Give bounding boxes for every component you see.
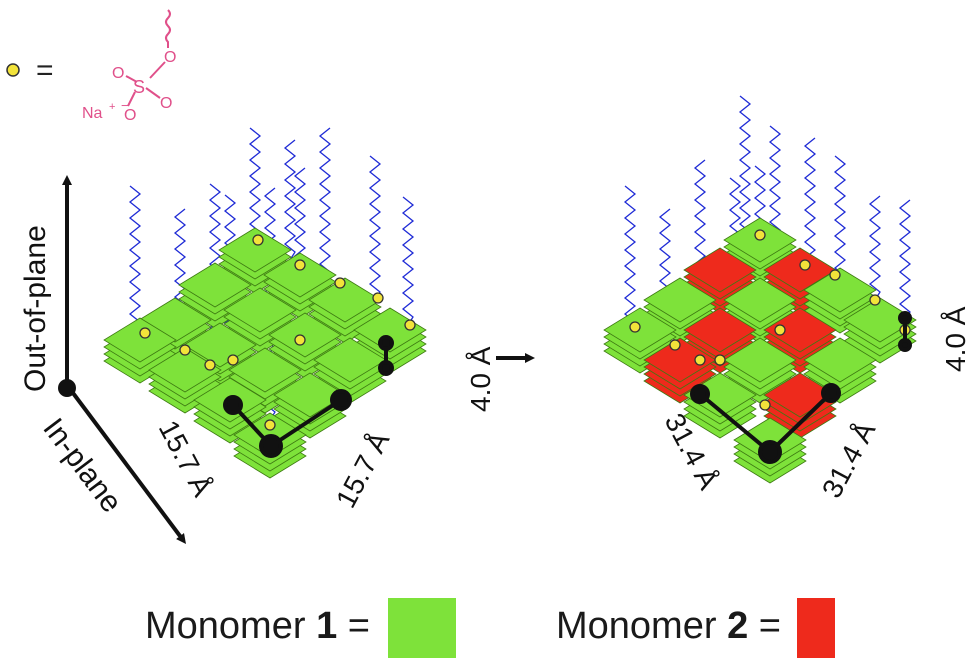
monomer-1-tile bbox=[273, 372, 347, 418]
out-of-plane-label: Out-of-plane bbox=[19, 225, 52, 392]
alkyl-chain bbox=[401, 196, 415, 326]
bond-s-o-left bbox=[125, 75, 138, 83]
monomer-1-tile bbox=[313, 337, 387, 383]
atom-na: Na bbox=[82, 105, 103, 122]
atom-o-bottom: O bbox=[124, 107, 136, 124]
atom-o-top: O bbox=[164, 49, 176, 66]
monomer-1-tile bbox=[803, 337, 877, 383]
sulfate-bead bbox=[829, 269, 841, 281]
axis-origin bbox=[58, 379, 76, 397]
in-plane-arrow bbox=[65, 383, 186, 545]
right-dimension-bonds bbox=[690, 311, 912, 464]
sulfate-bead bbox=[714, 354, 726, 366]
sulfate-bead bbox=[629, 321, 641, 333]
sulfate-bead bbox=[759, 399, 771, 411]
monomer-2-tile bbox=[683, 247, 757, 293]
monomer-2-tile bbox=[763, 307, 837, 353]
monomer-1-tile bbox=[308, 277, 382, 323]
sulfate-bead bbox=[139, 327, 151, 339]
bead-icon bbox=[6, 63, 20, 77]
monomer-1-tile bbox=[103, 317, 177, 363]
monomer-1-tile bbox=[603, 307, 677, 353]
sulfate-bead bbox=[774, 324, 786, 336]
sulfate-bead bbox=[404, 319, 416, 331]
sulfate-bead bbox=[294, 334, 306, 346]
monomer-1-tile bbox=[268, 312, 342, 358]
alkyl-chain bbox=[128, 185, 142, 331]
right-dim-right: 31.4 Å bbox=[816, 417, 882, 503]
wavy-bond-icon bbox=[165, 9, 171, 48]
monomer-1-tile bbox=[723, 337, 797, 383]
alkyl-chain bbox=[868, 195, 882, 301]
left-assembly-tiles bbox=[103, 227, 427, 479]
alkyl-chain bbox=[738, 95, 752, 241]
sulfate-bead bbox=[252, 234, 264, 246]
alkyl-chain bbox=[318, 127, 332, 281]
sulfate-bead bbox=[694, 354, 706, 366]
monomer-1-tile bbox=[803, 267, 877, 313]
o-charge: − bbox=[121, 98, 129, 113]
sulfate-bead bbox=[372, 292, 384, 304]
atom-s: S bbox=[133, 77, 145, 97]
bond-o-s bbox=[149, 61, 166, 79]
monomer-1-swatch bbox=[388, 598, 456, 658]
left-dimension-bonds bbox=[223, 335, 394, 458]
bond-s-o-bottom bbox=[127, 91, 136, 107]
atom-o-left: O bbox=[112, 65, 124, 82]
monomer-1-tile bbox=[183, 322, 257, 368]
sulfate-structure bbox=[125, 9, 171, 107]
sulfate-bead bbox=[294, 259, 306, 271]
right-assembly-tiles bbox=[603, 217, 917, 484]
monomer-1-legend-label: Monomer 1 = bbox=[145, 605, 370, 647]
monomer-1-tile bbox=[643, 277, 717, 323]
left-dim-vertical: 4.0 Å bbox=[465, 346, 496, 412]
sulfate-bead bbox=[179, 344, 191, 356]
atom-o-right: O bbox=[160, 95, 172, 112]
monomer-1-tile bbox=[228, 347, 302, 393]
in-plane-label: In-plane bbox=[36, 412, 128, 518]
monomer-2-tile bbox=[683, 307, 757, 353]
sulfate-bead bbox=[669, 339, 681, 351]
monomer-1-tile bbox=[263, 252, 337, 298]
sulfate-bead bbox=[264, 419, 276, 431]
alkyl-chain bbox=[283, 139, 297, 261]
bead-equals: = bbox=[36, 54, 54, 87]
monomer-1-tile bbox=[723, 277, 797, 323]
monomer-2-swatch bbox=[797, 598, 835, 658]
monomer-2-legend-label: Monomer 2 = bbox=[556, 605, 781, 647]
sulfate-labels: O S O O O Na + − bbox=[82, 49, 176, 124]
bond-s-o-right bbox=[145, 87, 161, 99]
monomer-2-tile bbox=[643, 337, 717, 383]
monomer-1-tile bbox=[178, 262, 252, 308]
bead-legend: = bbox=[6, 54, 54, 87]
sulfate-bead bbox=[754, 229, 766, 241]
alkyl-chain bbox=[248, 127, 262, 241]
na-charge: + bbox=[109, 101, 115, 113]
sulfate-bead bbox=[334, 277, 346, 289]
sulfate-bead bbox=[869, 294, 881, 306]
monomer-1-tile bbox=[218, 227, 292, 273]
alkyl-chain bbox=[368, 155, 382, 301]
monomer-1-tile bbox=[223, 287, 297, 333]
sulfate-bead bbox=[204, 359, 216, 371]
right-sulfate-beads bbox=[629, 229, 911, 411]
sulfate-bead bbox=[227, 354, 239, 366]
right-dim-vertical: 4.0 Å bbox=[940, 306, 969, 372]
left-dim-right: 15.7 Å bbox=[330, 427, 396, 513]
alkyl-chain bbox=[898, 199, 912, 321]
alkyl-chain bbox=[623, 185, 637, 331]
sulfate-bead bbox=[799, 259, 811, 271]
left-sulfate-beads bbox=[139, 234, 416, 431]
